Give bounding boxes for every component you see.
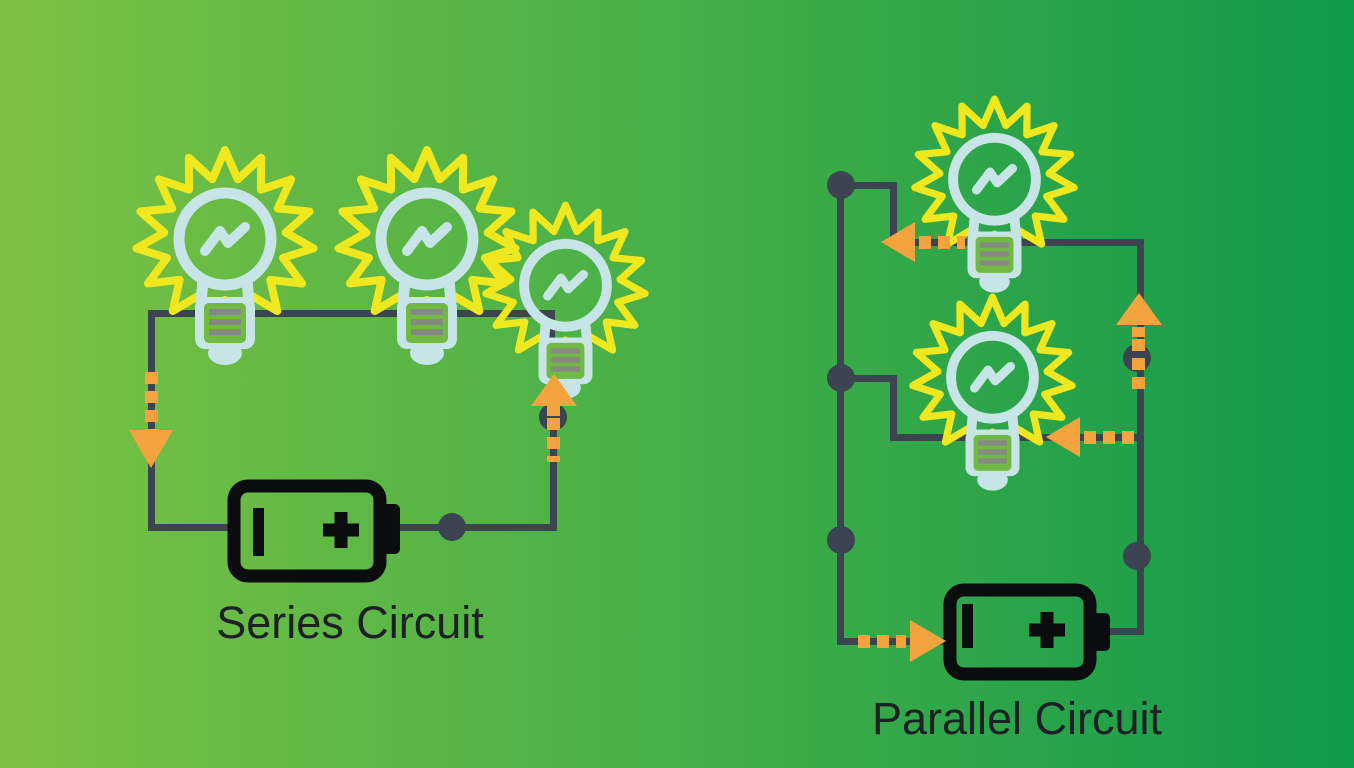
current-arrow-dashes xyxy=(547,418,560,462)
series-bottom-left-wire xyxy=(148,524,240,531)
series-circuit-diagram: Series Circuit xyxy=(129,139,649,648)
parallel-branch2-wire xyxy=(841,375,897,382)
parallel-circuit-diagram: Parallel Circuit xyxy=(720,0,1354,768)
parallel-branch1-drop-wire xyxy=(890,182,897,246)
current-arrow-left-icon xyxy=(1046,417,1080,457)
parallel-junction-dot xyxy=(827,171,855,199)
parallel-circuit-label: Parallel Circuit xyxy=(871,693,1163,744)
parallel-left-wire xyxy=(837,182,844,645)
light-bulb-icon xyxy=(332,139,522,374)
current-arrow-left-icon xyxy=(881,222,915,262)
current-arrow-dashes xyxy=(1132,339,1145,389)
light-bulb-icon xyxy=(909,89,1080,301)
series-bulb3-return-wire xyxy=(550,398,557,531)
series-bulb3-drop-wire xyxy=(548,310,555,355)
parallel-junction-dot xyxy=(1123,542,1151,570)
current-arrow-down-icon xyxy=(129,430,173,468)
battery-icon xyxy=(938,578,1123,693)
series-circuit-label: Series Circuit xyxy=(216,597,484,648)
current-arrow-dashes xyxy=(919,236,965,249)
battery-icon xyxy=(222,474,407,589)
parallel-branch1-wire xyxy=(841,182,897,189)
current-arrow-right-icon xyxy=(910,620,946,662)
parallel-junction-dot xyxy=(827,526,855,554)
current-arrow-up-icon xyxy=(1116,293,1162,325)
light-bulb-icon xyxy=(130,139,320,374)
series-junction-dot xyxy=(438,513,466,541)
parallel-bottom-right-wire xyxy=(1100,628,1144,635)
current-arrow-stem xyxy=(547,404,560,416)
series-top-wire xyxy=(148,310,555,317)
parallel-junction-dot xyxy=(827,364,855,392)
current-arrow-stem xyxy=(1132,327,1145,337)
current-arrow-dashes xyxy=(145,372,158,430)
parallel-right-wire xyxy=(1137,239,1144,634)
current-arrow-up-icon xyxy=(531,374,577,406)
current-arrow-dashes xyxy=(858,635,906,648)
current-arrow-dashes xyxy=(1084,431,1134,444)
series-bottom-right-wire xyxy=(398,524,556,531)
parallel-branch2-drop-wire xyxy=(890,375,897,440)
light-bulb-icon xyxy=(907,287,1078,499)
